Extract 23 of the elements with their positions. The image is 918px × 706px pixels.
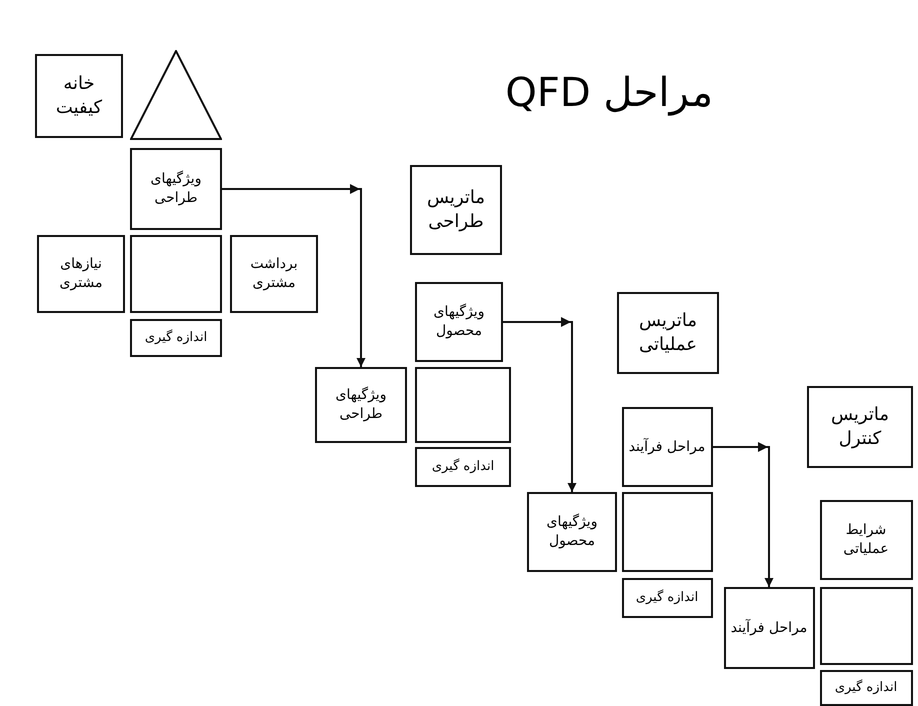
title: مراحل QFD bbox=[505, 70, 713, 116]
text-box: مراحل فرآیند bbox=[724, 587, 814, 669]
text-box: ماتریس طراحی bbox=[410, 165, 502, 255]
empty-box bbox=[820, 587, 912, 665]
text-box: شرایط عملیاتی bbox=[820, 500, 912, 580]
text-box: مراحل فرآیند bbox=[622, 407, 712, 487]
text-box: ویژگیهای طراحی bbox=[315, 367, 407, 443]
text-box: ویژگیهای طراحی bbox=[130, 148, 222, 230]
text-box: خانه کیفیت bbox=[35, 54, 123, 138]
text-box: اندازه گیری bbox=[415, 447, 511, 487]
text-box: ویژگیهای محصول bbox=[527, 492, 617, 572]
empty-box bbox=[622, 492, 712, 572]
empty-box bbox=[130, 235, 222, 313]
empty-box bbox=[415, 367, 511, 443]
text-box: ویژگیهای محصول bbox=[415, 282, 503, 362]
text-box: اندازه گیری bbox=[820, 670, 912, 706]
roof-triangle bbox=[130, 50, 222, 140]
text-box: نیازهای مشتری bbox=[37, 235, 125, 313]
text-box: برداشت مشتری bbox=[230, 235, 318, 313]
text-box: ماتریس کنترل bbox=[807, 386, 913, 468]
text-box: اندازه گیری bbox=[622, 578, 712, 618]
text-box: ماتریس عملیاتی bbox=[617, 292, 719, 374]
text-box: اندازه گیری bbox=[130, 319, 222, 357]
